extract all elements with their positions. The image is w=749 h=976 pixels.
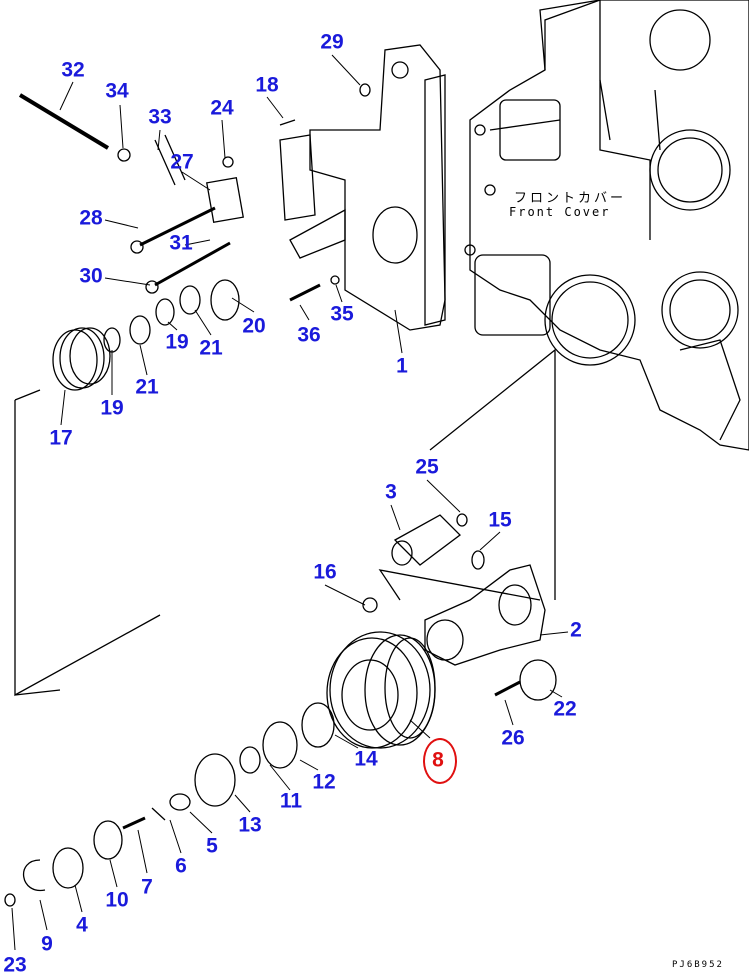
callout-32[interactable]: 32 — [61, 58, 85, 82]
front-cover-label-jp: フロントカバー — [514, 191, 627, 206]
callout-10[interactable]: 10 — [105, 888, 129, 912]
callout-21[interactable]: 21 — [135, 375, 159, 399]
front-cover-block — [464, 0, 749, 451]
callout-1[interactable]: 1 — [396, 354, 408, 378]
shaft — [391, 514, 461, 566]
callout-14[interactable]: 14 — [354, 747, 378, 771]
callout-19[interactable]: 19 — [165, 330, 189, 354]
callout-27[interactable]: 27 — [170, 150, 194, 174]
callout-31[interactable]: 31 — [169, 231, 193, 255]
callout-11[interactable]: 11 — [279, 789, 303, 813]
highlight-circle — [423, 738, 457, 784]
callout-13[interactable]: 13 — [238, 813, 262, 837]
callout-33[interactable]: 33 — [148, 105, 172, 129]
callout-5[interactable]: 5 — [206, 834, 218, 858]
callout-35[interactable]: 35 — [330, 302, 354, 326]
front-cover-label-en: Front Cover — [509, 205, 611, 219]
callout-36[interactable]: 36 — [297, 323, 321, 347]
callout-8-highlighted[interactable]: 8 — [432, 748, 444, 772]
callout-26[interactable]: 26 — [501, 726, 525, 750]
callout-24[interactable]: 24 — [210, 96, 234, 120]
callout-18[interactable]: 18 — [255, 73, 279, 97]
callout-17[interactable]: 17 — [49, 426, 73, 450]
leader-lines — [11, 54, 569, 951]
small-parts — [4, 83, 557, 907]
callout-22[interactable]: 22 — [553, 697, 577, 721]
callout-4[interactable]: 4 — [76, 913, 88, 937]
callout-9[interactable]: 9 — [41, 932, 53, 956]
callout-2[interactable]: 2 — [570, 618, 582, 642]
callout-25[interactable]: 25 — [415, 455, 439, 479]
callout-28[interactable]: 28 — [79, 206, 103, 230]
callout-12[interactable]: 12 — [312, 770, 336, 794]
callout-29[interactable]: 29 — [320, 30, 344, 54]
tensioner-bracket — [424, 564, 546, 666]
callout-7[interactable]: 7 — [141, 875, 153, 899]
bracket-plate — [309, 44, 446, 331]
callout-21[interactable]: 21 — [199, 336, 223, 360]
callout-6[interactable]: 6 — [175, 854, 187, 878]
belt — [14, 327, 556, 697]
callout-20[interactable]: 20 — [242, 314, 266, 338]
callout-30[interactable]: 30 — [79, 264, 103, 288]
callout-15[interactable]: 15 — [488, 508, 512, 532]
callout-23[interactable]: 23 — [3, 953, 27, 976]
callout-3[interactable]: 3 — [385, 480, 397, 504]
callout-34[interactable]: 34 — [105, 79, 129, 103]
drawing-code: PJ6B952 — [672, 960, 724, 970]
pulley — [326, 631, 436, 749]
callout-19[interactable]: 19 — [100, 396, 124, 420]
callout-16[interactable]: 16 — [313, 560, 337, 584]
